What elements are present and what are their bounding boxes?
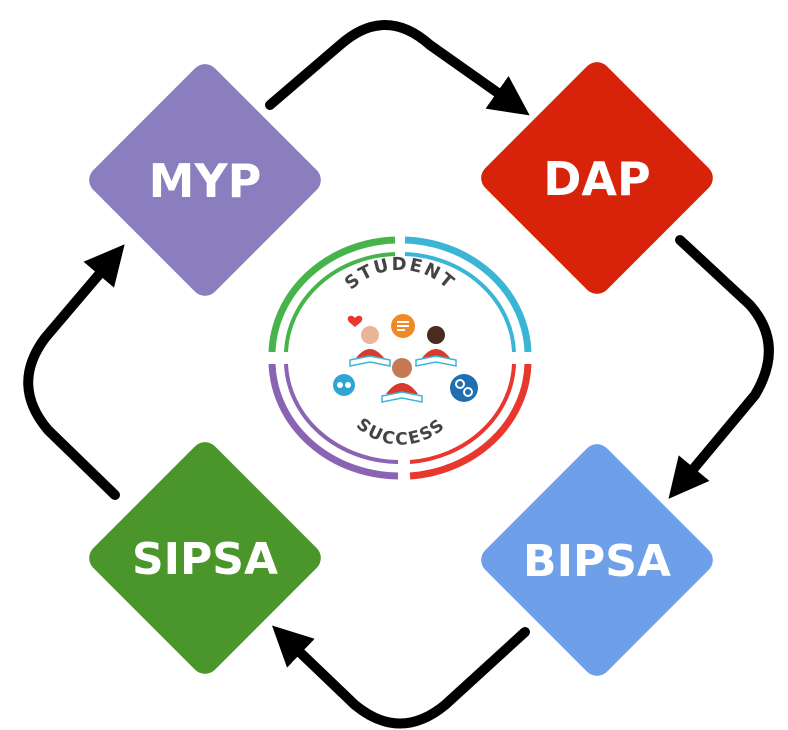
dap-diamond bbox=[481, 62, 713, 294]
logo-ring-green bbox=[268, 236, 396, 353]
people-icon bbox=[356, 326, 450, 394]
chat-bubble-icon bbox=[391, 314, 415, 338]
sipsa-diamond bbox=[89, 442, 321, 674]
bipsa-label: BIPSA bbox=[523, 536, 671, 587]
dots-circle-icon bbox=[333, 374, 355, 396]
logo-ring-green-inner bbox=[284, 252, 396, 353]
person-body-left bbox=[356, 349, 384, 358]
arrow-dap-to-bipsa bbox=[668, 235, 774, 499]
logo-ring-purple-inner bbox=[284, 363, 399, 464]
person-head-right bbox=[427, 326, 445, 344]
logo-ring-purple bbox=[268, 363, 399, 480]
student-success-logo: STUDENT SUCCESS bbox=[268, 236, 532, 480]
logo-background bbox=[268, 238, 532, 478]
arrow-sipsa-to-myp bbox=[23, 244, 125, 500]
myp-diamond bbox=[89, 64, 321, 296]
gear-icon bbox=[450, 374, 478, 402]
arrow-bipsa-to-sipsa bbox=[271, 625, 530, 729]
person-body-center bbox=[386, 383, 418, 394]
bipsa-diamond bbox=[481, 444, 713, 676]
node-bipsa: BIPSA bbox=[481, 444, 713, 676]
person-head-left bbox=[361, 326, 379, 344]
book-icon bbox=[349, 355, 457, 403]
sipsa-label: SIPSA bbox=[132, 534, 278, 585]
myp-label: MYP bbox=[149, 154, 262, 208]
logo-ring-red bbox=[409, 363, 532, 480]
node-dap: DAP bbox=[481, 62, 713, 294]
logo-ring-cyan bbox=[404, 236, 532, 353]
node-sipsa: SIPSA bbox=[89, 442, 321, 674]
logo-ring-red-inner bbox=[409, 363, 516, 464]
arrow-myp-to-dap bbox=[265, 20, 530, 116]
node-myp: MYP bbox=[89, 64, 321, 296]
heart-icon bbox=[347, 315, 363, 327]
person-head-center bbox=[392, 358, 412, 378]
person-body-right bbox=[422, 349, 450, 358]
dap-label: DAP bbox=[543, 152, 651, 206]
logo-ring-cyan-inner bbox=[404, 252, 516, 353]
